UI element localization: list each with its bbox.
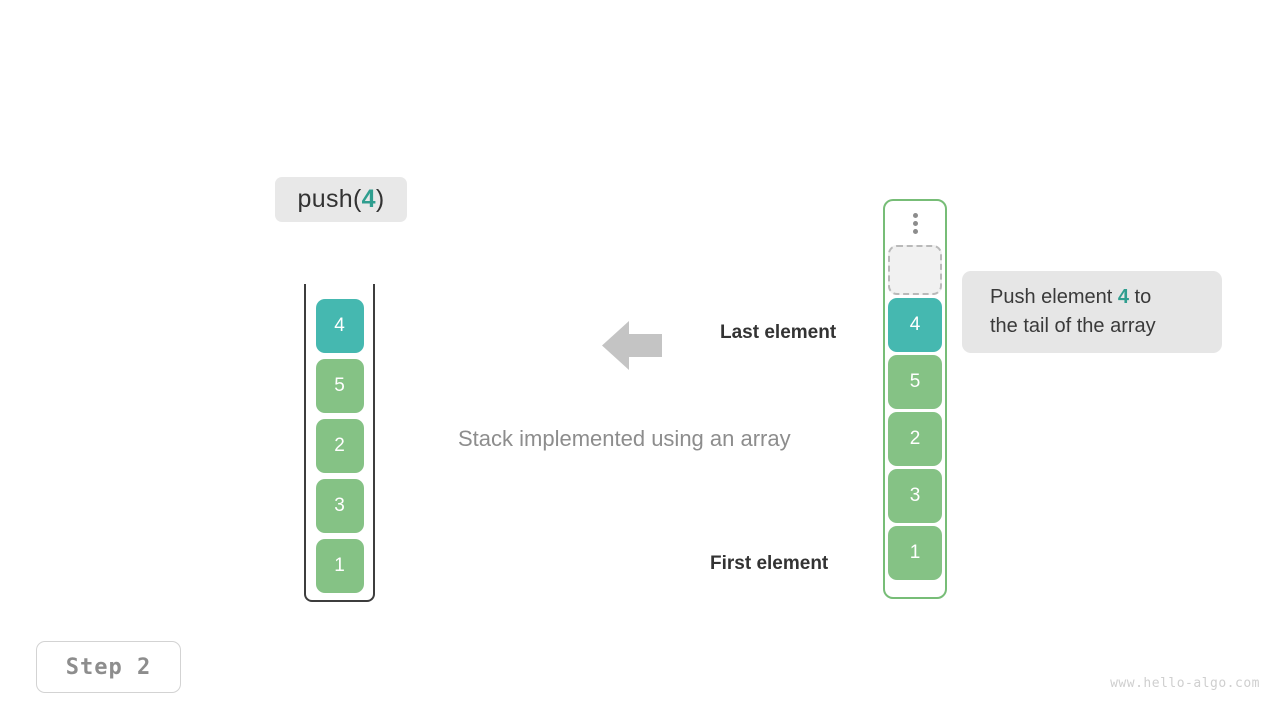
operation-label: push(4): [275, 177, 407, 222]
watermark: www.hello-algo.com: [1110, 676, 1260, 691]
stack-cell: 5: [315, 359, 364, 413]
array-tooltip: Push element 4 to the tail of the array: [962, 271, 1222, 353]
array-cell: 5: [888, 355, 942, 409]
diagram-caption: Stack implemented using an array: [458, 426, 791, 451]
tooltip-line1-value: 4: [1117, 286, 1129, 308]
operation-value: 4: [361, 185, 376, 213]
tooltip-line1-suffix: to: [1128, 286, 1152, 308]
vertical-ellipsis-icon: [883, 213, 947, 234]
stack-cell-list: 4 5 2 3 1: [304, 299, 375, 593]
step-badge: Step 2: [36, 641, 181, 693]
first-element-label: First element: [710, 553, 829, 574]
array-cell: 3: [888, 469, 942, 523]
array-cell: 2: [888, 412, 942, 466]
operation-prefix: push(: [297, 185, 362, 213]
stack-cell: 2: [315, 419, 364, 473]
array-empty-slot: [888, 245, 942, 295]
tooltip-line-2: the tail of the array: [990, 315, 1156, 337]
tooltip-line1-prefix: Push element: [990, 286, 1118, 308]
array-diagram: 4 5 2 3 1: [883, 199, 947, 599]
stack-cell: 3: [315, 479, 364, 533]
array-cell: 1: [888, 526, 942, 580]
stack-cell: 1: [315, 539, 364, 593]
last-element-label: Last element: [720, 322, 837, 343]
tooltip-line-1: Push element 4 to: [990, 283, 1194, 312]
operation-suffix: ): [375, 185, 385, 213]
stack-diagram: 4 5 2 3 1: [304, 284, 375, 602]
arrow-left-icon: [602, 318, 662, 373]
array-cell: 4: [888, 298, 942, 352]
stack-cell: 4: [315, 299, 364, 353]
array-cell-list: 4 5 2 3 1: [883, 245, 947, 580]
